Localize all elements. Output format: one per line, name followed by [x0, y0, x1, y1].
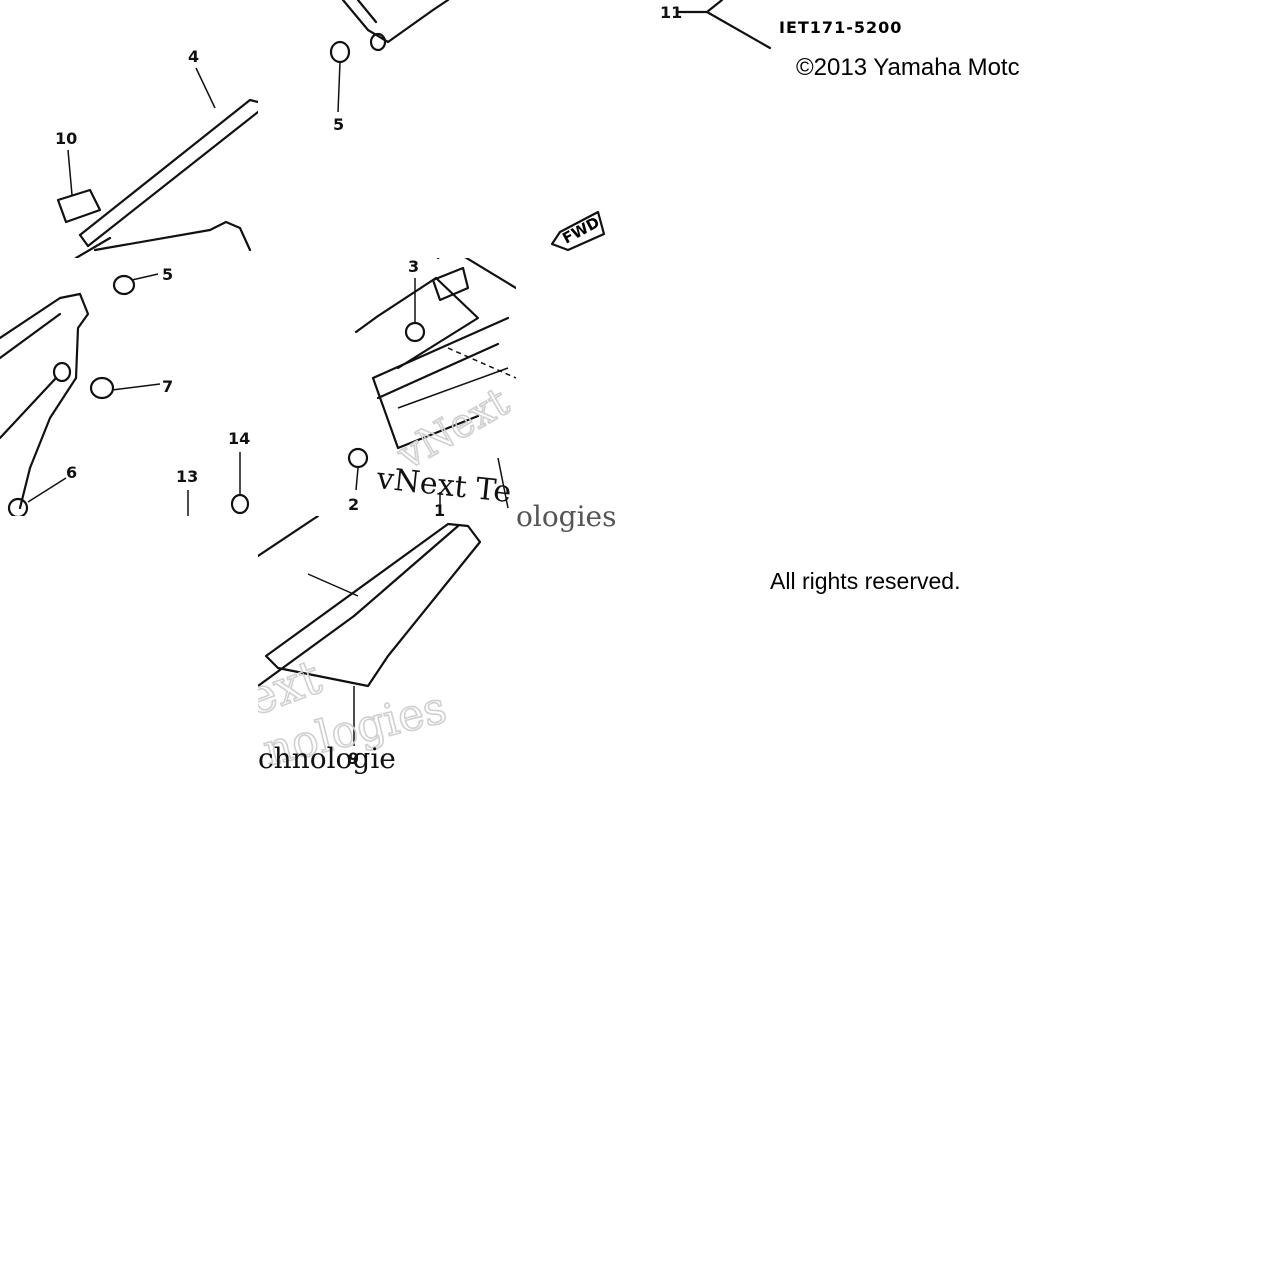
callout-11: 11: [660, 3, 682, 22]
callout-2: 2: [348, 495, 359, 514]
rights-text: All rights reserved.: [770, 568, 961, 594]
diagram-reference-code: IET171-5200: [779, 18, 903, 37]
callout-10: 10: [55, 129, 77, 148]
svg-text:FWD: FWD: [559, 213, 602, 247]
diagram-tile-bottom: 9 ext nologies chnologie: [258, 516, 516, 774]
diagram-tile-top-mid: 5: [258, 0, 516, 258]
part-drawing-top-left: 4 10: [55, 47, 258, 258]
diagram-tile-center: 3 2 1 vNext Te vNext: [258, 258, 516, 516]
callout-1: 1: [434, 501, 445, 516]
callout-4: 4: [188, 47, 199, 66]
watermark-text-1: vNext Te: [374, 461, 513, 510]
watermark-ologies: ologies: [516, 500, 617, 533]
callout-5-mid: 5: [162, 265, 173, 284]
fwd-label: FWD: [548, 206, 608, 256]
part-drawing-mid-left: 5 7 6 14 13: [0, 265, 250, 516]
part-drawing-bottom: 9 ext nologies chnologie: [258, 516, 482, 774]
watermark-text-7: chnologie: [258, 742, 396, 774]
diagram-fragment-top-right: 11: [652, 0, 782, 52]
callout-9: 9: [348, 749, 359, 768]
part-drawing-top-mid: 5: [329, 0, 450, 134]
callout-14: 14: [228, 429, 250, 448]
callout-6: 6: [66, 463, 77, 482]
callout-5-top: 5: [333, 115, 344, 134]
part-drawing-center: 3 2 1 vNext Te vNext: [347, 258, 516, 516]
callout-13: 13: [176, 467, 198, 486]
diagram-tile-top-left: 4 10: [0, 0, 258, 258]
diagram-tile-mid-left: 5 7 6 14 13: [0, 258, 258, 516]
copyright-text: ©2013 Yamaha Motc: [796, 54, 1020, 81]
callout-3: 3: [408, 258, 419, 276]
callout-7: 7: [162, 377, 173, 396]
watermark-text-3: vNext: [389, 379, 516, 479]
